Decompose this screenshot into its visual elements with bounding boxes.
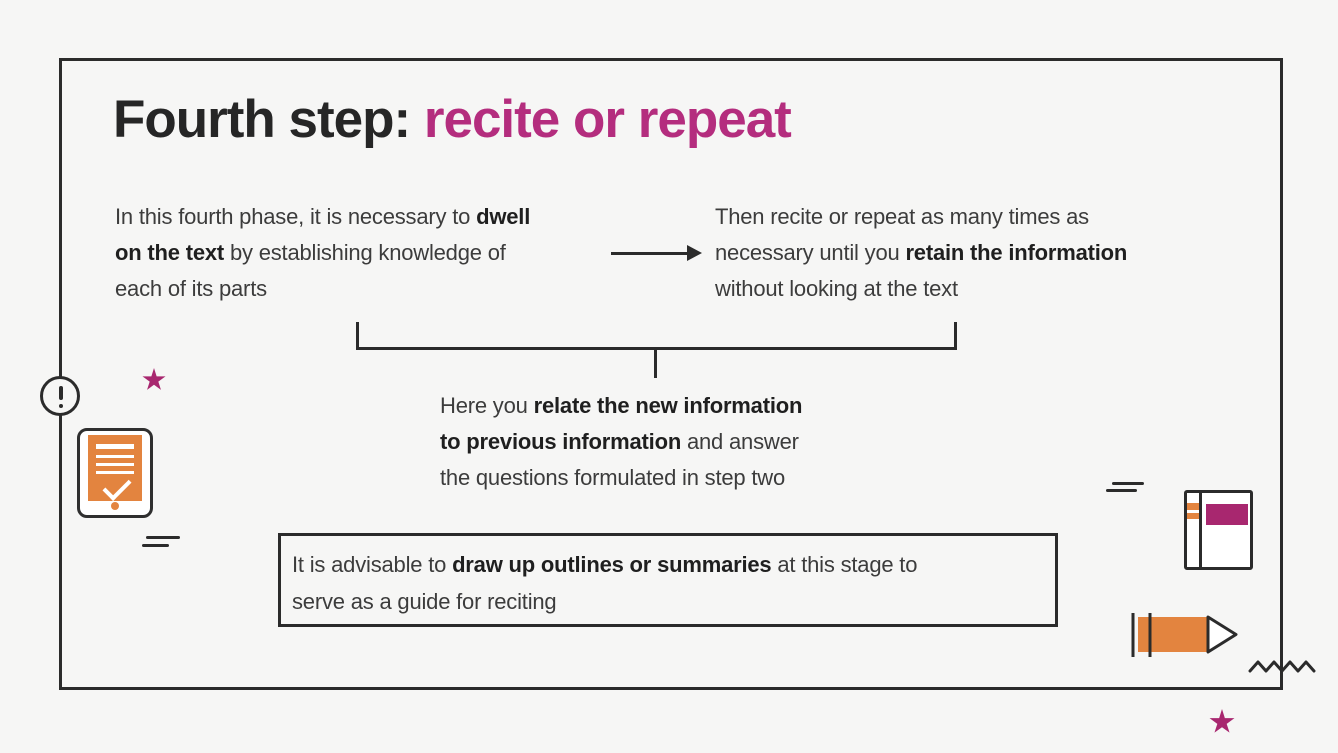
page-title: Fourth step: recite or repeat — [113, 90, 792, 150]
note-box-text: It is advisable to draw up outlines or s… — [292, 552, 918, 614]
bracket-right-tick — [954, 322, 957, 350]
tablet-screen — [88, 435, 142, 501]
notebook-spine-stripe — [1187, 513, 1199, 519]
paragraph-right: Then recite or repeat as many times as n… — [715, 204, 1128, 301]
notebook-label — [1206, 504, 1248, 525]
bracket-stem — [654, 347, 657, 378]
page-title-highlight: recite or repeat — [423, 90, 792, 149]
squiggle-icon — [1248, 656, 1320, 683]
notebook-spine-stripe — [1187, 503, 1199, 510]
right-arrow-head-icon — [687, 245, 702, 261]
text-line — [96, 471, 134, 474]
pencil-icon — [1126, 608, 1240, 665]
text-line — [96, 455, 134, 458]
bracket-left-tick — [356, 322, 359, 350]
equals-mark-icon — [146, 536, 180, 539]
text-line — [96, 463, 134, 466]
checkmark-icon — [102, 472, 132, 501]
right-arrow-icon — [611, 252, 689, 255]
text-line — [96, 444, 134, 449]
equals-mark-icon — [142, 544, 169, 547]
tablet-home-button — [111, 502, 119, 510]
tablet-checklist-icon — [77, 428, 153, 518]
equals-mark-icon — [1112, 482, 1144, 485]
star-icon — [1209, 709, 1235, 733]
note-box — [278, 533, 1058, 627]
notebook-icon — [1184, 490, 1253, 570]
slide-frame-border — [59, 58, 1283, 690]
paragraph-left: In this fourth phase, it is necessary to… — [115, 204, 531, 301]
exclamation-circle-icon — [40, 376, 80, 416]
exclamation-dot — [59, 404, 63, 408]
exclamation-bar — [59, 386, 63, 400]
page-title-prefix: Fourth step: — [113, 90, 424, 149]
equals-mark-icon — [1106, 489, 1137, 492]
paragraph-center: Here you relate the new information to p… — [440, 393, 803, 490]
notebook-spine — [1199, 493, 1202, 567]
